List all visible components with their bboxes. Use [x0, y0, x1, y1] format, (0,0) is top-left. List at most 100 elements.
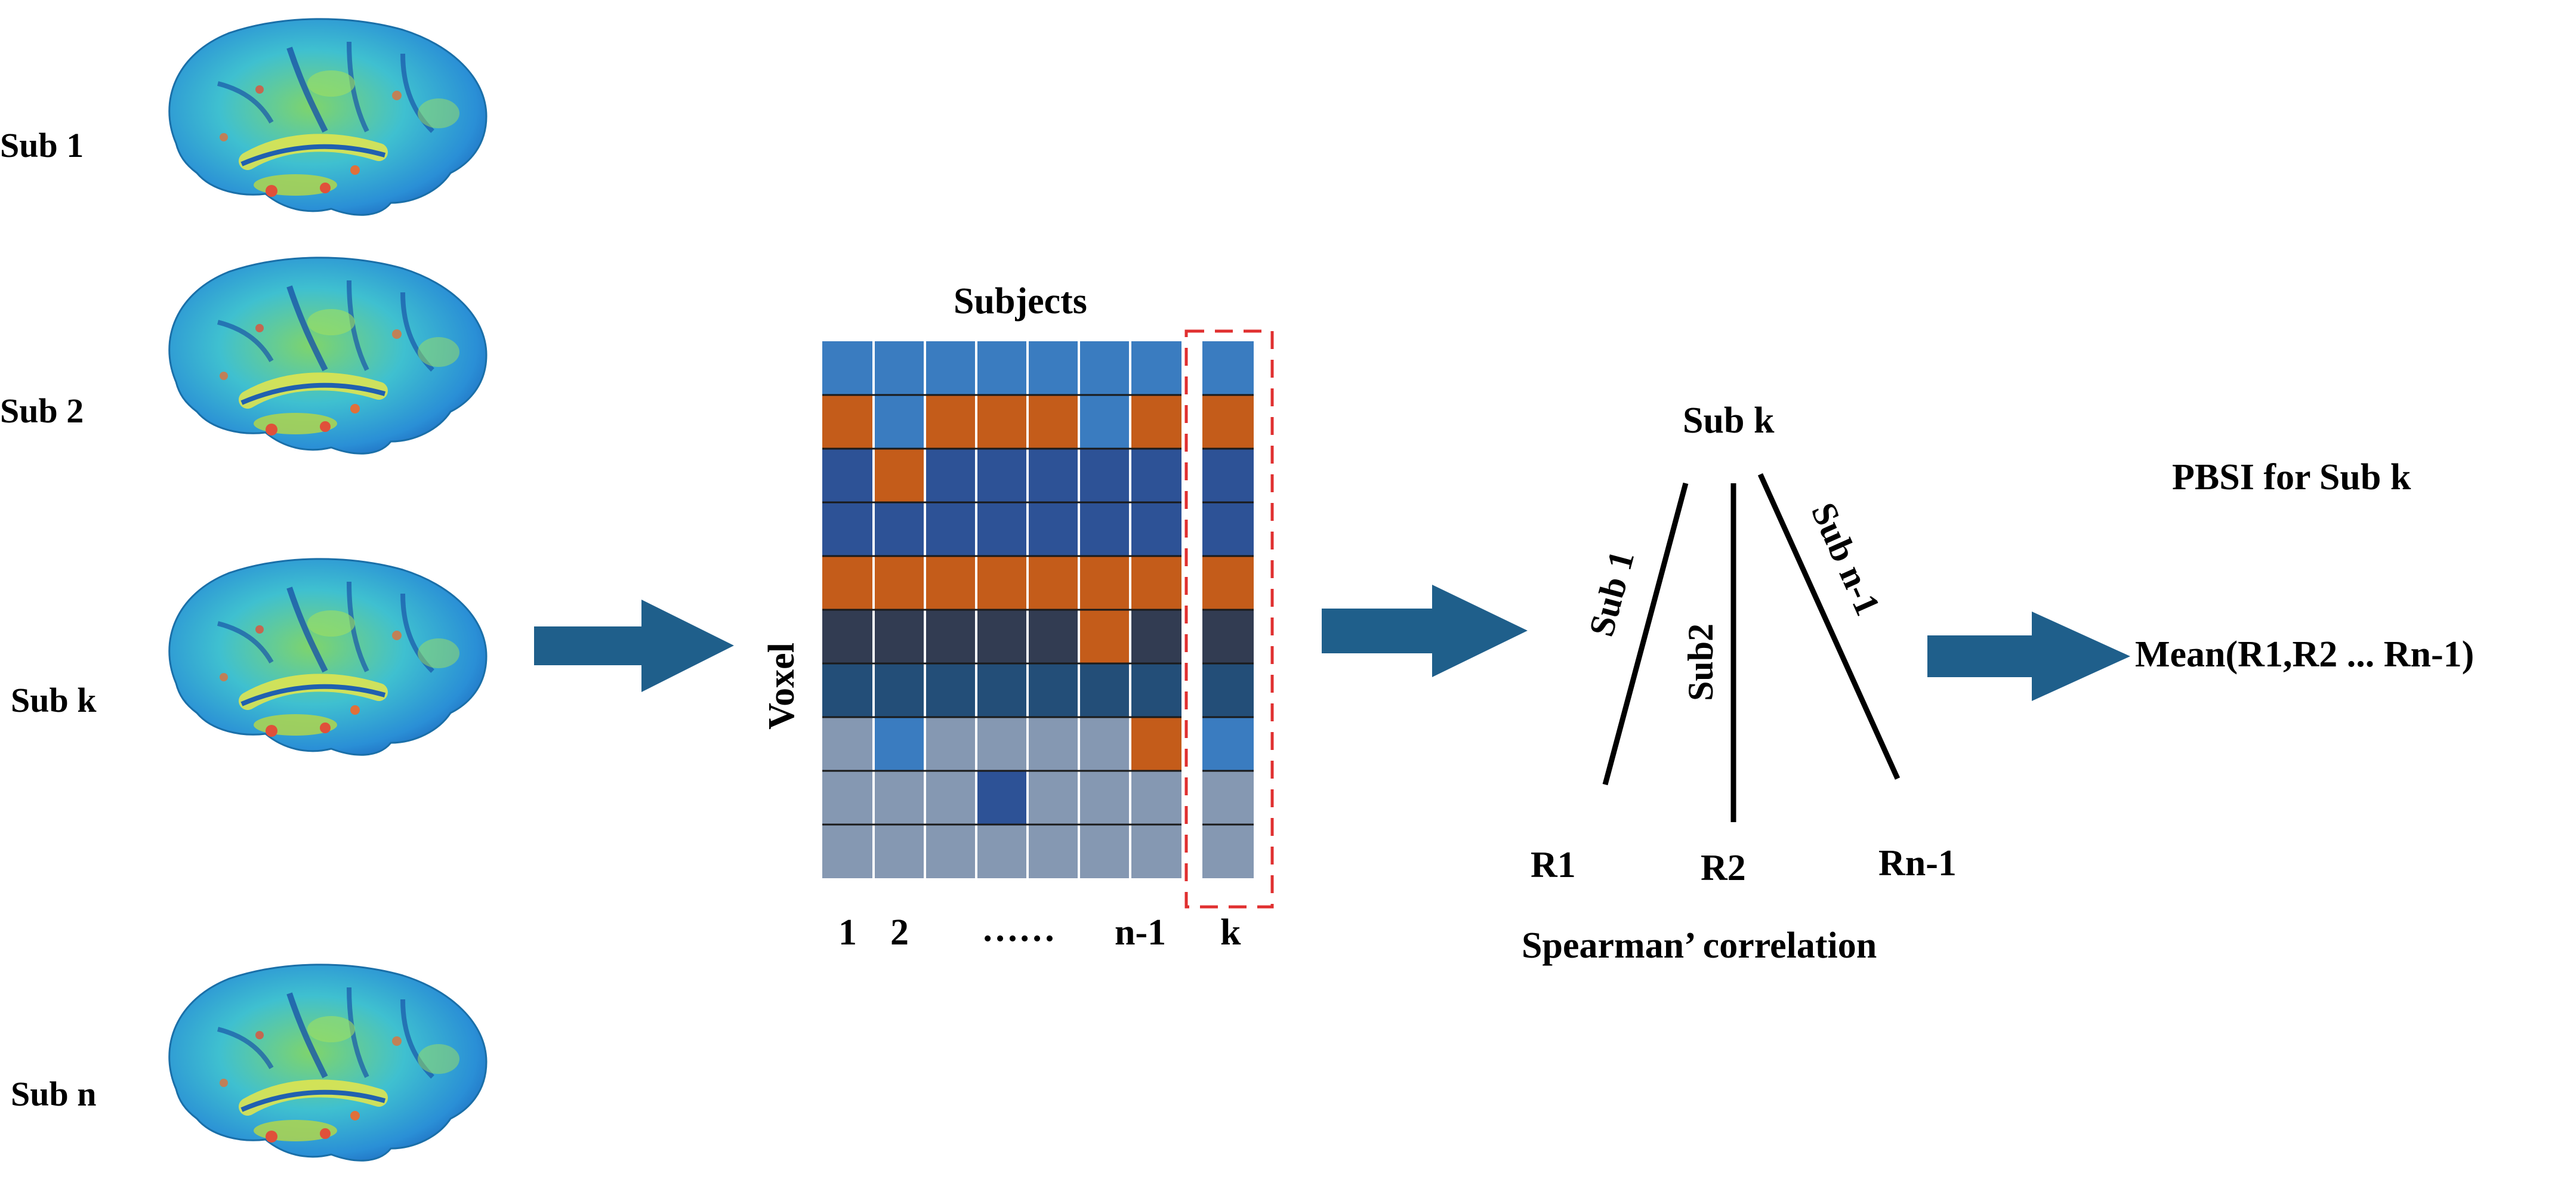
output-formula: Mean(R1,R2 ... Rn-1) — [2135, 634, 2475, 675]
k-column-cell — [1202, 395, 1254, 449]
matrix-cell — [874, 556, 925, 610]
column-label-2: 2 — [890, 912, 909, 953]
subject-label-2: Sub 2 — [0, 391, 84, 430]
matrix-cell — [1079, 395, 1130, 449]
matrix-axis-label: Voxel — [761, 643, 802, 730]
matrix-cell — [874, 717, 925, 771]
matrix-cell — [822, 663, 874, 717]
k-column-cell — [1202, 825, 1254, 878]
subject-label-n: Sub n — [11, 1075, 97, 1113]
matrix-cell — [822, 610, 874, 663]
column-label-n-1: n-1 — [1115, 912, 1167, 953]
matrix-cell — [822, 771, 874, 825]
k-column-cell — [1202, 556, 1254, 610]
correlation-caption: Spearman’ correlation — [1522, 925, 1877, 966]
matrix-cells — [822, 341, 1181, 878]
matrix-cell — [925, 449, 976, 502]
matrix-cell — [822, 556, 874, 610]
matrix-cell — [1028, 502, 1079, 556]
line-label-sub-1: Sub 1 — [1581, 547, 1642, 640]
matrix-cell — [874, 771, 925, 825]
matrix-cell — [1028, 556, 1079, 610]
matrix-cell — [1130, 825, 1181, 878]
matrix-cell — [874, 341, 925, 395]
matrix-cell — [874, 825, 925, 878]
subject-label-1: Sub 1 — [0, 126, 84, 165]
matrix-cell — [925, 341, 976, 395]
matrix-cell — [1130, 395, 1181, 449]
matrix-cell — [976, 449, 1028, 502]
matrix-cell — [925, 825, 976, 878]
matrix-cell — [925, 610, 976, 663]
matrix-cell — [1079, 556, 1130, 610]
matrix-cell — [1028, 449, 1079, 502]
correlation-line-sub-n-1 — [1757, 473, 1901, 780]
result-label-r1: R1 — [1531, 845, 1576, 885]
matrix-cell — [1130, 449, 1181, 502]
k-column-cell — [1202, 610, 1254, 663]
matrix-cell — [1130, 663, 1181, 717]
result-label-r2: R2 — [1701, 848, 1746, 888]
matrix-cell — [925, 663, 976, 717]
matrix-cell — [976, 395, 1028, 449]
column-label-ellipsis: …… — [982, 909, 1056, 949]
matrix-cell — [1028, 610, 1079, 663]
column-label-1: 1 — [838, 912, 857, 953]
matrix-cell — [976, 717, 1028, 771]
matrix-cell — [822, 502, 874, 556]
matrix-cell — [925, 395, 976, 449]
matrix-cell — [822, 825, 874, 878]
matrix-cell — [1079, 610, 1130, 663]
column-label-k: k — [1220, 912, 1241, 953]
matrix-title: Subjects — [954, 281, 1087, 322]
matrix-cell — [976, 825, 1028, 878]
matrix-cell — [925, 556, 976, 610]
matrix-cell — [1028, 395, 1079, 449]
matrix-cell — [874, 449, 925, 502]
matrix-cell — [1079, 825, 1130, 878]
k-column-cell — [1202, 663, 1254, 717]
matrix-cell — [976, 556, 1028, 610]
k-column-cell — [1202, 449, 1254, 502]
k-column-cells — [1202, 341, 1254, 878]
matrix-cell — [1130, 341, 1181, 395]
arrow-to-output — [1927, 612, 2130, 701]
k-column-cell — [1202, 502, 1254, 556]
k-column-cell — [1202, 771, 1254, 825]
matrix-cell — [874, 395, 925, 449]
k-column-cell — [1202, 717, 1254, 771]
matrix-cell — [1028, 825, 1079, 878]
matrix-cell — [976, 341, 1028, 395]
k-column-cell — [1202, 341, 1254, 395]
matrix-cell — [976, 663, 1028, 717]
matrix-cell — [1130, 717, 1181, 771]
matrix-cell — [822, 449, 874, 502]
correlation-center-label: Sub k — [1683, 400, 1775, 441]
matrix-cell — [1028, 663, 1079, 717]
matrix-cell — [976, 771, 1028, 825]
matrix-cell — [874, 502, 925, 556]
output-title: PBSI for Sub k — [2172, 457, 2411, 498]
result-label-rn-1: Rn-1 — [1878, 843, 1957, 884]
matrix-cell — [976, 502, 1028, 556]
matrix-cell — [874, 663, 925, 717]
subject-label-k: Sub k — [11, 681, 97, 720]
matrix-cell — [925, 771, 976, 825]
matrix-cell — [822, 717, 874, 771]
matrix-cell — [1079, 663, 1130, 717]
matrix-cell — [1028, 717, 1079, 771]
matrix-cell — [1079, 449, 1130, 502]
correlation-line-sub-1 — [1602, 482, 1689, 786]
line-label-sub2: Sub2 — [1681, 623, 1720, 701]
matrix-cell — [1130, 771, 1181, 825]
matrix-cell — [976, 610, 1028, 663]
matrix-cell — [822, 395, 874, 449]
matrix-cell — [1130, 556, 1181, 610]
arrow-to-correlation — [1322, 585, 1528, 677]
matrix-cell — [1028, 771, 1079, 825]
matrix-cell — [925, 502, 976, 556]
matrix-cell — [874, 610, 925, 663]
